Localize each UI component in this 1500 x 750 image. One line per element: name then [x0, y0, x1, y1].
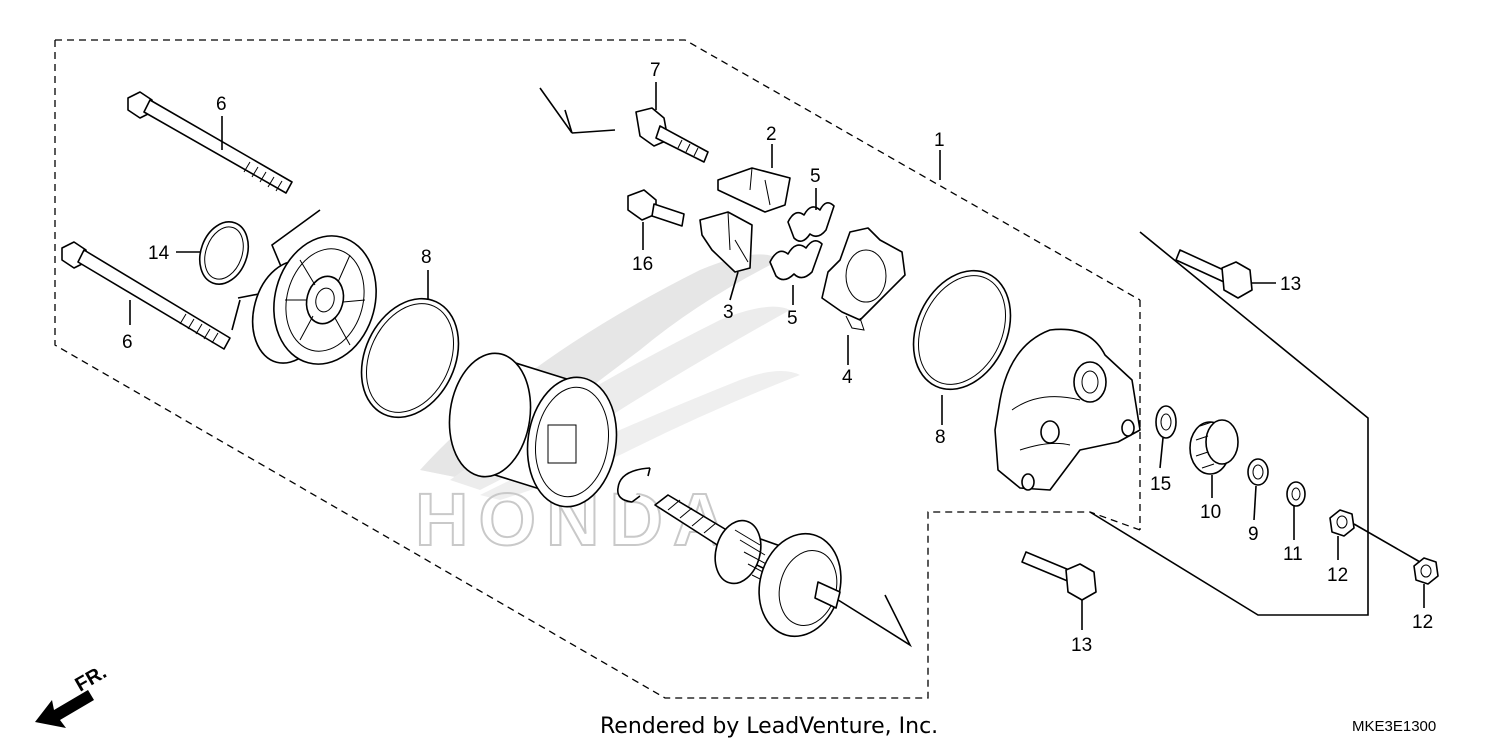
- callout-1: 1: [934, 130, 945, 151]
- callout-13-lower: 13: [1071, 635, 1092, 656]
- front-direction-indicator: FR.: [35, 661, 110, 728]
- callout-15: 15: [1150, 474, 1171, 495]
- callout-6-lower: 6: [122, 332, 133, 353]
- callout-9: 9: [1248, 524, 1259, 545]
- callout-11: 11: [1283, 544, 1303, 565]
- callout-16: 16: [632, 254, 653, 275]
- motor-yoke: [448, 352, 618, 508]
- flange-nut-upper: [1329, 509, 1355, 537]
- callout-8-left: 8: [421, 247, 432, 268]
- callout-12-upper: 12: [1327, 565, 1348, 586]
- flange-nut-lower: [1413, 557, 1439, 585]
- render-credit: Rendered by LeadVenture, Inc.: [600, 714, 938, 739]
- assembly-outline: [54, 39, 1141, 699]
- callout-12-lower: 12: [1412, 612, 1433, 633]
- leader-lines: [129, 82, 1425, 630]
- drawing-code: MKE3E1300: [1352, 718, 1436, 735]
- brush-spring-lower: [769, 240, 823, 281]
- armature: [654, 494, 842, 638]
- guide-line-top: [539, 87, 616, 134]
- front-arrow-icon: [35, 690, 94, 728]
- callout-2: 2: [766, 124, 777, 145]
- callout-8-right: 8: [935, 427, 946, 448]
- flange-bolt-upper: [1175, 249, 1253, 299]
- thrust-washer: [1155, 405, 1177, 439]
- callout-7: 7: [650, 60, 661, 81]
- callout-5-lower: 5: [787, 308, 798, 329]
- fastener-group-outline: [1089, 231, 1369, 616]
- flange-bolt-lower: [1021, 551, 1097, 601]
- brush-screw: [627, 189, 685, 227]
- callout-3: 3: [723, 302, 734, 323]
- plain-washer: [1286, 481, 1306, 507]
- brush-spring-upper: [787, 202, 835, 242]
- front-cover: [994, 328, 1141, 491]
- callouts: 6 6 14 8 7 2 5 16 3 5 4 1 8 15 10 9 11 1…: [122, 60, 1433, 656]
- rear-cover: [251, 235, 377, 365]
- terminal-bolt: [635, 107, 709, 163]
- o-ring-large-right: [912, 269, 1012, 391]
- front-label: FR.: [72, 661, 111, 696]
- o-ring-small: [198, 221, 250, 285]
- callout-5-upper: 5: [810, 166, 821, 187]
- callout-13-upper: 13: [1280, 274, 1301, 295]
- callout-10: 10: [1200, 502, 1221, 523]
- long-bolt-upper: [127, 91, 293, 194]
- guide-line-bottom: [834, 594, 912, 648]
- long-bolt-lower: [61, 241, 231, 350]
- collar-washer: [1247, 458, 1269, 486]
- retaining-clip: [616, 467, 651, 503]
- callout-14: 14: [148, 243, 170, 264]
- brush-holder-lower: [699, 211, 753, 273]
- callout-6-upper: 6: [216, 94, 227, 115]
- brush-holder-upper: [717, 167, 791, 213]
- o-ring-large-left: [360, 297, 460, 419]
- callout-4: 4: [842, 367, 853, 388]
- brush-plate: [821, 227, 906, 331]
- pinion-gear: [1189, 419, 1239, 475]
